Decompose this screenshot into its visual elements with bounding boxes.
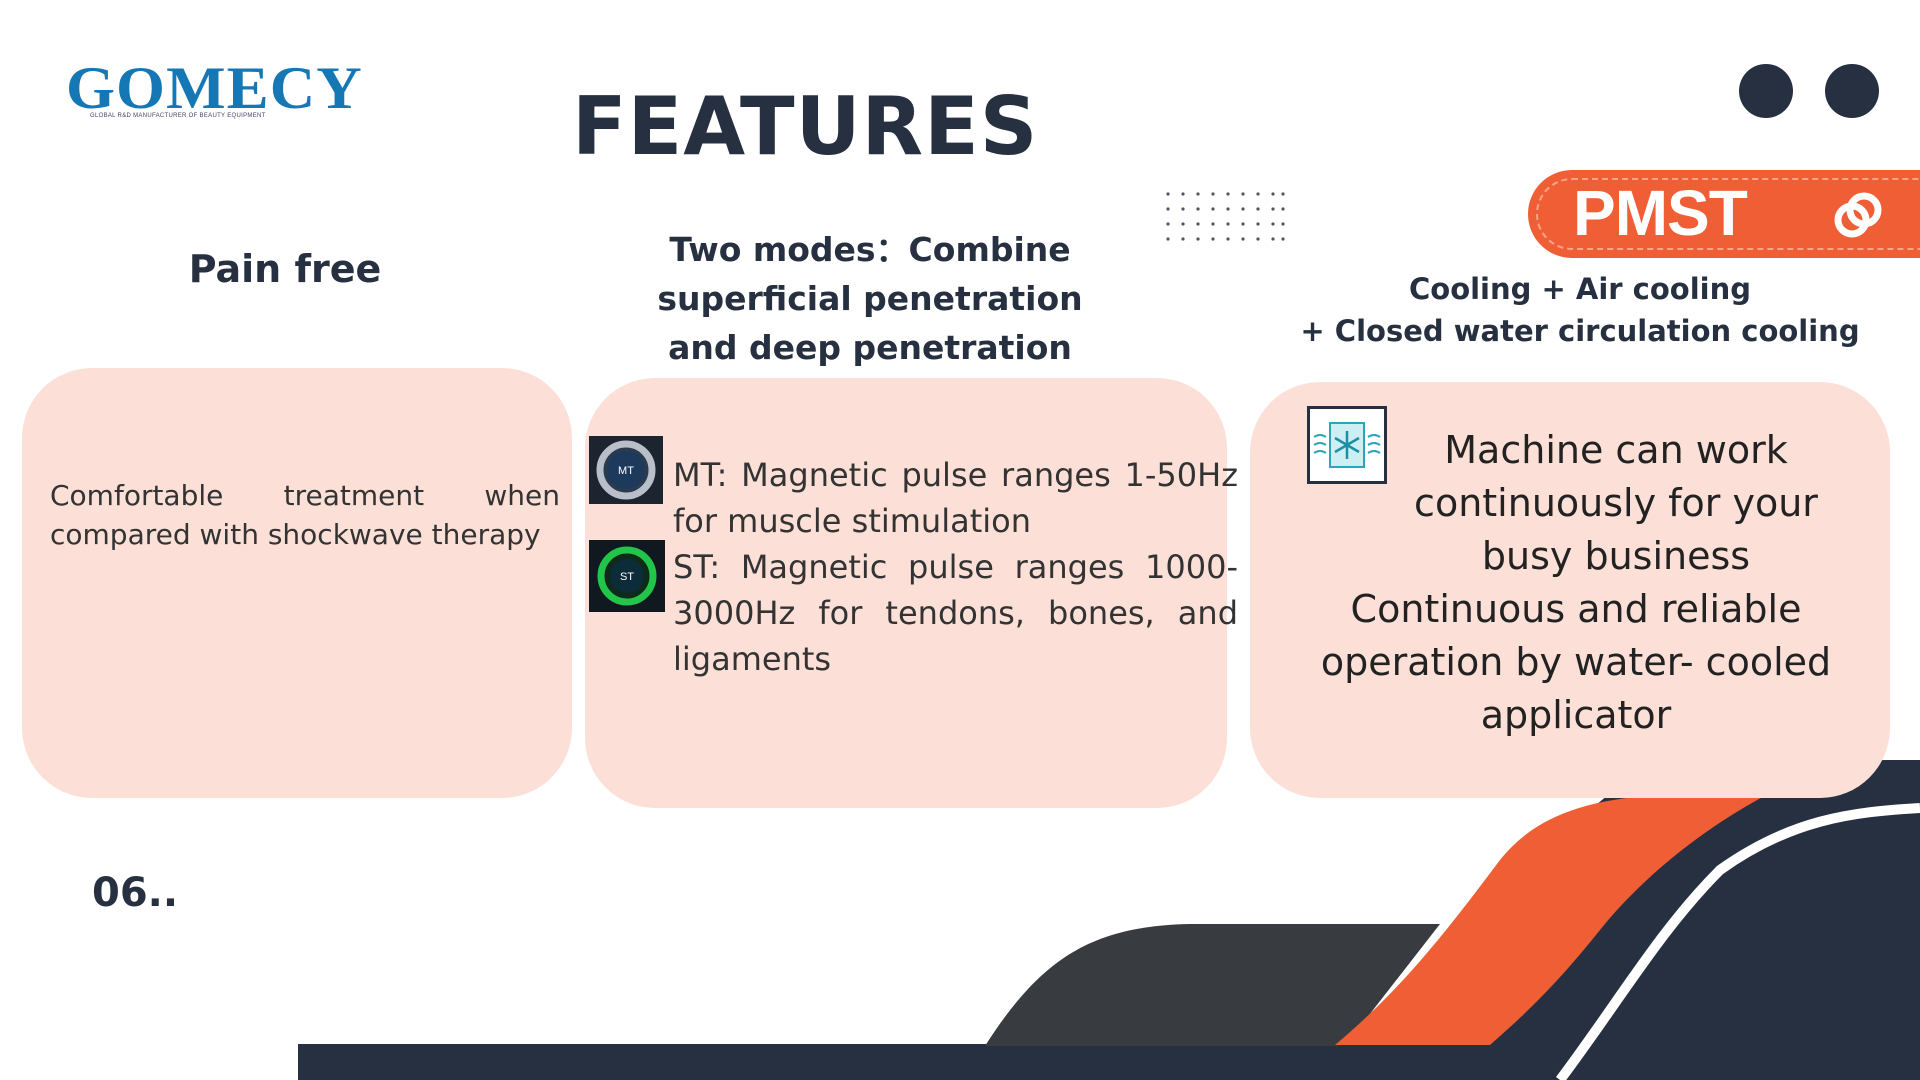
- dot-grid-decoration: [1166, 192, 1285, 241]
- logo-tagline: GLOBAL R&D MANUFACTURER OF BEAUTY EQUIPM…: [90, 113, 266, 119]
- orange-wave: [1335, 793, 1770, 1045]
- pain-free-description: Comfortable treatment when compared with…: [50, 479, 560, 551]
- heading-line: Cooling + Air cooling: [1408, 272, 1751, 306]
- heading-two-modes: Two modes：Combine superficial penetratio…: [640, 225, 1100, 372]
- cooling-line-1: Machine can work continuously for your b…: [1414, 428, 1818, 578]
- page-title: FEATURES: [572, 80, 1039, 173]
- heading-line: superficial penetration: [657, 279, 1083, 318]
- feature-card-pain-free: [22, 368, 572, 798]
- page-number: 06..: [92, 870, 179, 916]
- st-mode-icon: ST: [589, 540, 665, 612]
- grey-wave: [985, 924, 1440, 1046]
- decor-dot-left: [1739, 64, 1793, 118]
- st-mode-text: ST: Magnetic pulse ranges 1000-3000Hz fo…: [673, 548, 1238, 678]
- mt-mode-icon: MT: [589, 436, 663, 504]
- link-icon: [1834, 192, 1882, 238]
- heading-cooling: Cooling + Air cooling + Closed water cir…: [1280, 268, 1880, 352]
- snowflake-cooling-icon: [1307, 406, 1387, 484]
- heading-line: + Closed water circulation cooling: [1300, 314, 1860, 348]
- pmst-badge-label: PMST: [1573, 177, 1748, 249]
- mt-mode-text: MT: Magnetic pulse ranges 1-50Hz for mus…: [673, 456, 1238, 540]
- heading-line: Two modes：Combine: [669, 230, 1071, 269]
- mt-icon-label: MT: [618, 465, 634, 477]
- company-logo: GOMECY: [66, 55, 363, 121]
- heading-pain-free: Pain free: [188, 247, 382, 291]
- feature-card-modes: [585, 378, 1227, 808]
- st-icon-label: ST: [620, 571, 634, 583]
- cooling-description: Machine can work continuously for your b…: [1298, 424, 1854, 742]
- white-curve: [1555, 803, 1920, 1080]
- heading-line: and deep penetration: [668, 328, 1072, 367]
- modes-description: MT: Magnetic pulse ranges 1-50Hz for mus…: [673, 452, 1238, 682]
- cooling-line-2: Continuous and reliable operation by wat…: [1320, 587, 1832, 737]
- decor-dot-right: [1825, 64, 1879, 118]
- pmst-badge: [1528, 170, 1920, 258]
